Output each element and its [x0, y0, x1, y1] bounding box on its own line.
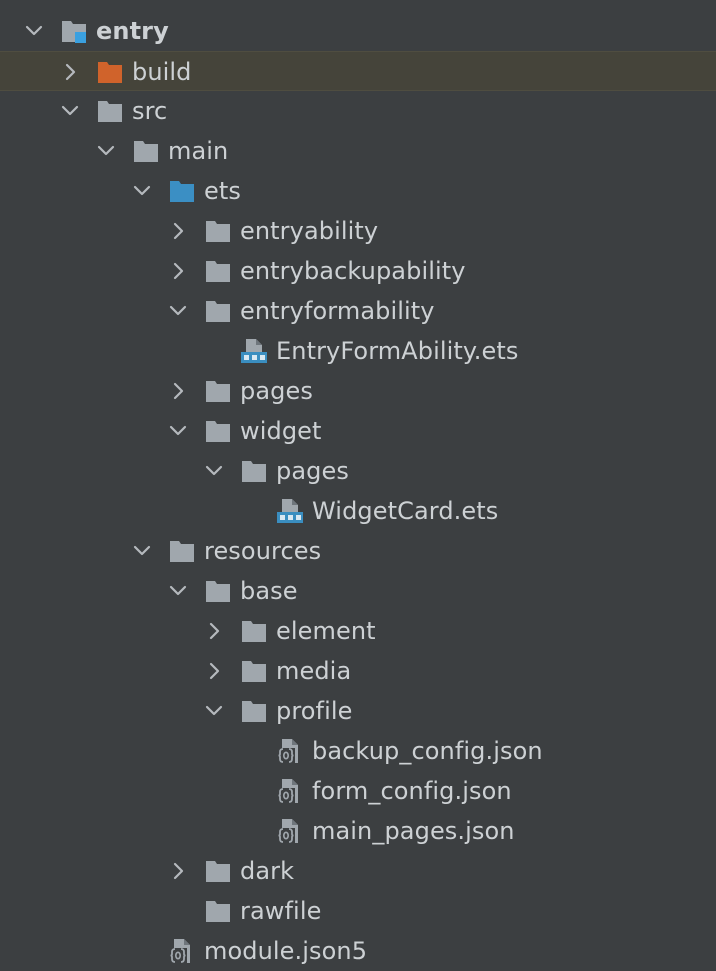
- tree-row-label: entryformability: [240, 297, 435, 325]
- tree-row-profile[interactable]: profile: [0, 691, 716, 731]
- tree-row-entrybackupability[interactable]: entrybackupability: [0, 251, 716, 291]
- chevron-right-icon[interactable]: [204, 621, 224, 641]
- tree-row-label: base: [240, 577, 298, 605]
- tree-row-backup-config-json[interactable]: backup_config.json: [0, 731, 716, 771]
- tree-row-label: rawfile: [240, 897, 322, 925]
- tree-row-element[interactable]: element: [0, 611, 716, 651]
- chevron-down-icon[interactable]: [132, 181, 152, 201]
- source-folder-icon: [168, 178, 196, 204]
- folder-icon: [204, 218, 232, 244]
- tree-row-label: entry: [96, 17, 169, 45]
- tree-row-label: ets: [204, 177, 241, 205]
- chevron-down-icon[interactable]: [132, 541, 152, 561]
- tree-row-label: module.json5: [204, 937, 368, 965]
- tree-row-label: src: [132, 97, 168, 125]
- chevron-down-icon[interactable]: [168, 581, 188, 601]
- scrolled-off-row: [112, 0, 262, 4]
- folder-icon: [240, 618, 268, 644]
- tree-row-dark[interactable]: dark: [0, 851, 716, 891]
- chevron-down-icon[interactable]: [204, 461, 224, 481]
- folder-icon: [96, 98, 124, 124]
- json-file-icon: [276, 738, 304, 764]
- ets-file-icon: [240, 338, 268, 364]
- chevron-down-icon[interactable]: [168, 301, 188, 321]
- tree-row-widgetcard-ets[interactable]: WidgetCard.ets: [0, 491, 716, 531]
- chevron-right-icon[interactable]: [60, 62, 80, 82]
- tree-row-src[interactable]: src: [0, 91, 716, 131]
- json-file-icon: [276, 818, 304, 844]
- tree-row-label: element: [276, 617, 376, 645]
- tree-row-module-json5[interactable]: module.json5: [0, 931, 716, 971]
- folder-icon: [204, 258, 232, 284]
- folder-icon: [204, 418, 232, 444]
- tree-row-form-config-json[interactable]: form_config.json: [0, 771, 716, 811]
- json-file-icon: [276, 778, 304, 804]
- folder-icon: [204, 298, 232, 324]
- tree-row-ets[interactable]: ets: [0, 171, 716, 211]
- folder-icon: [204, 898, 232, 924]
- tree-row-pages[interactable]: pages: [0, 451, 716, 491]
- chevron-down-icon[interactable]: [168, 421, 188, 441]
- chevron-right-icon[interactable]: [168, 261, 188, 281]
- folder-icon: [240, 698, 268, 724]
- tree-row-media[interactable]: media: [0, 651, 716, 691]
- chevron-down-icon[interactable]: [96, 141, 116, 161]
- module-folder-icon: [60, 18, 88, 44]
- excluded-folder-icon: [96, 59, 124, 85]
- chevron-down-icon[interactable]: [60, 101, 80, 121]
- folder-icon: [204, 578, 232, 604]
- folder-icon: [240, 658, 268, 684]
- tree-row-label: build: [132, 58, 192, 86]
- tree-row-label: widget: [240, 417, 322, 445]
- folder-icon: [204, 378, 232, 404]
- chevron-right-icon[interactable]: [204, 661, 224, 681]
- tree-row-label: EntryFormAbility.ets: [276, 337, 519, 365]
- tree-row-label: main: [168, 137, 229, 165]
- tree-row-label: resources: [204, 537, 322, 565]
- tree-row-entryformability[interactable]: entryformability: [0, 291, 716, 331]
- tree-row-rawfile[interactable]: rawfile: [0, 891, 716, 931]
- chevron-right-icon[interactable]: [168, 221, 188, 241]
- chevron-down-icon[interactable]: [204, 701, 224, 721]
- folder-icon: [132, 138, 160, 164]
- tree-row-label: form_config.json: [312, 777, 512, 805]
- clipped-text-fragment: [112, 0, 262, 4]
- tree-row-label: backup_config.json: [312, 737, 543, 765]
- tree-row-main-pages-json[interactable]: main_pages.json: [0, 811, 716, 851]
- folder-icon: [240, 458, 268, 484]
- tree-row-widget[interactable]: widget: [0, 411, 716, 451]
- tree-row-entryformability-ets[interactable]: EntryFormAbility.ets: [0, 331, 716, 371]
- folder-icon: [204, 858, 232, 884]
- chevron-down-icon[interactable]: [24, 21, 44, 41]
- tree-row-label: profile: [276, 697, 353, 725]
- tree-row-resources[interactable]: resources: [0, 531, 716, 571]
- tree-row-label: main_pages.json: [312, 817, 515, 845]
- tree-row-pages[interactable]: pages: [0, 371, 716, 411]
- tree-row-label: entryability: [240, 217, 379, 245]
- tree-row-label: pages: [276, 457, 349, 485]
- tree-row-label: WidgetCard.ets: [312, 497, 499, 525]
- json-file-icon: [168, 938, 196, 964]
- tree-row-label: pages: [240, 377, 313, 405]
- tree-row-label: media: [276, 657, 352, 685]
- tree-row-entry[interactable]: entry: [0, 11, 716, 51]
- chevron-right-icon[interactable]: [168, 861, 188, 881]
- ets-file-icon: [276, 498, 304, 524]
- tree-row-label: dark: [240, 857, 295, 885]
- tree-row-base[interactable]: base: [0, 571, 716, 611]
- tree-row-main[interactable]: main: [0, 131, 716, 171]
- folder-icon: [168, 538, 196, 564]
- chevron-right-icon[interactable]: [168, 381, 188, 401]
- tree-row-label: entrybackupability: [240, 257, 466, 285]
- tree-row-build[interactable]: build: [0, 51, 716, 91]
- tree-row-entryability[interactable]: entryability: [0, 211, 716, 251]
